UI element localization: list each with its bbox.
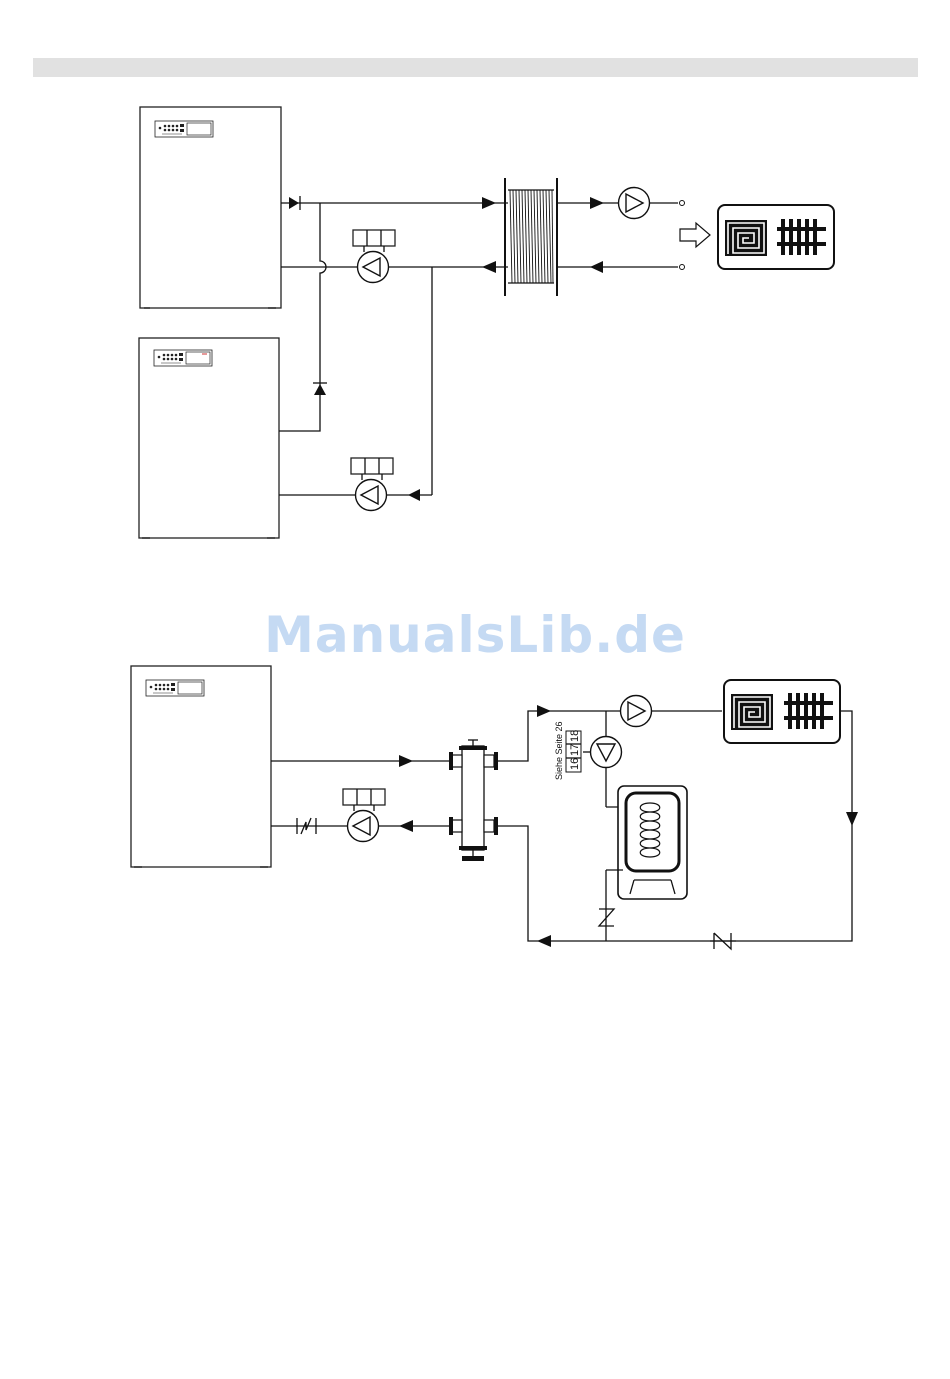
circulation-pump — [351, 458, 393, 511]
terminal-label: 17 — [569, 744, 581, 756]
outlined-arrow — [680, 223, 710, 247]
hot-water-cylinder — [618, 786, 687, 899]
boiler-control-panel — [155, 121, 213, 137]
circulation-pump — [619, 188, 650, 219]
hydraulic-separator — [449, 740, 498, 861]
circulation-pump — [621, 696, 652, 727]
check-valve — [313, 383, 327, 395]
boiler-control-panel — [154, 350, 212, 366]
plate-heat-exchanger — [505, 178, 557, 296]
circulation-pump — [353, 230, 395, 283]
diagram-1 — [139, 107, 834, 538]
diagram-2: 16 17 18 Siehe Seite 26 — [131, 666, 858, 949]
circulation-pump — [343, 789, 385, 842]
heating-consumers-box — [724, 680, 840, 743]
check-valve — [289, 196, 300, 210]
boiler-3 — [131, 666, 271, 867]
terminal-label: 16 — [569, 758, 581, 770]
terminal-label: 18 — [569, 730, 581, 742]
check-valve — [710, 933, 736, 949]
boiler-2 — [139, 338, 279, 538]
circulation-pump — [591, 737, 622, 768]
boiler-control-panel — [146, 680, 204, 696]
heating-consumers-box — [718, 205, 834, 269]
floor-heating-icon — [731, 694, 773, 730]
terminal-block: 16 17 18 — [566, 730, 581, 772]
boiler-1 — [140, 107, 281, 308]
side-note: Siehe Seite 26 — [554, 721, 564, 780]
floor-heating-icon — [725, 220, 767, 256]
